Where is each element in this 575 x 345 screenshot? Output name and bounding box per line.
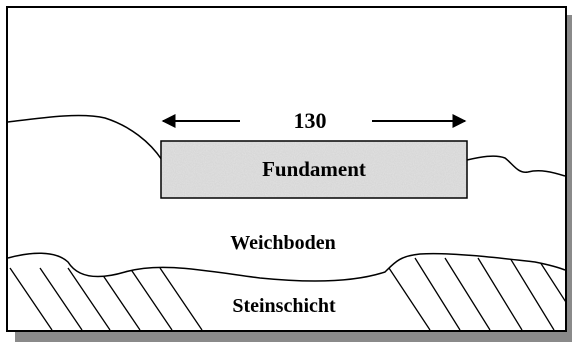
rock-layer-boundary: [7, 252, 566, 282]
soft-soil-label: Weichboden: [230, 232, 336, 254]
dimension-label: 130: [294, 108, 327, 133]
rock-layer-hatching: [9, 257, 565, 330]
foundation-label: Fundament: [262, 157, 366, 181]
rock-layer-label: Steinschicht: [232, 295, 336, 317]
ground-surface-left: [7, 114, 163, 161]
ground-surface-right: [466, 155, 566, 177]
